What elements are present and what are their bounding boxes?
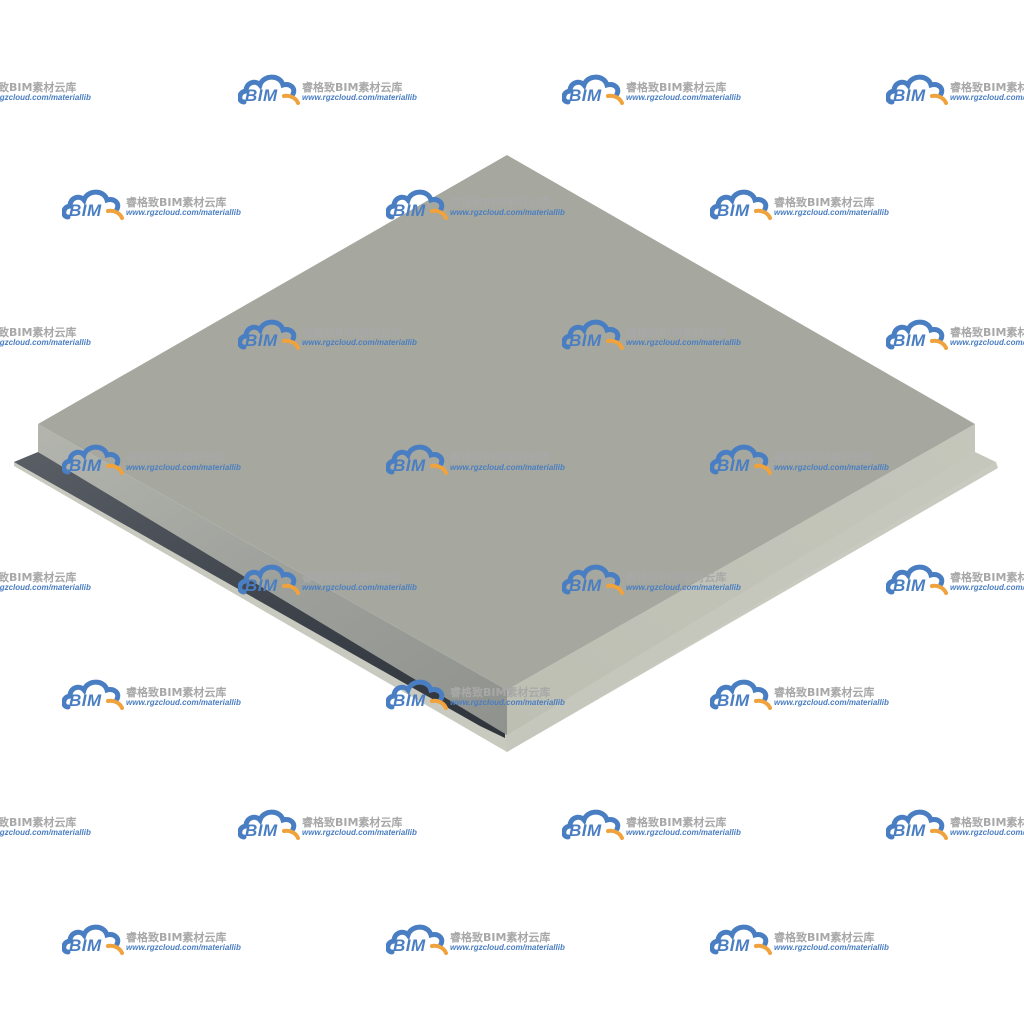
- slab-face-right: [507, 424, 975, 735]
- flange-shadow-left: [14, 452, 505, 738]
- flange-strip-right: [505, 452, 996, 752]
- slab-top-face: [38, 155, 975, 690]
